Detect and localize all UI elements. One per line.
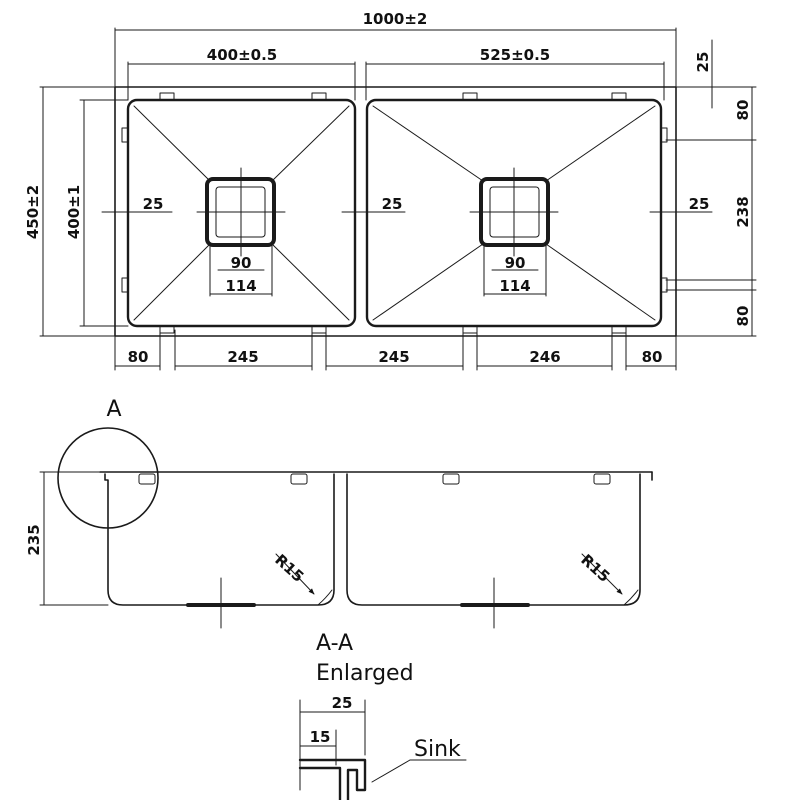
detail-view: A-A Enlarged 25 15 Sink [298, 631, 467, 800]
right-drain-inner-label: 90 [505, 254, 526, 272]
bowl-depth-dimension: 400±1 [65, 99, 129, 327]
detail-a-label: A [106, 397, 121, 422]
section-height-label: 235 [25, 524, 43, 555]
left-drain-inner-label: 90 [231, 254, 252, 272]
left-bowl-width-dimension: 400±0.5 [127, 46, 356, 101]
right-bowl-clip [660, 127, 668, 143]
detail-inner-profile [298, 766, 342, 800]
bottom-left-span-label: 245 [227, 348, 258, 366]
left-radius-label: R15 [271, 551, 307, 586]
right-side-bottom-label: 80 [734, 306, 752, 327]
bowl-depth-label: 400±1 [65, 185, 83, 239]
bottom-right-span-label: 246 [529, 348, 560, 366]
right-side-mid-label: 238 [734, 196, 752, 227]
detail-title-line1: A-A [316, 631, 353, 656]
right-wall-label: 25 [689, 195, 710, 213]
right-bowl-width-dimension: 525±0.5 [365, 46, 665, 101]
right-bowl: 90 114 [365, 92, 668, 334]
section-clip [290, 473, 308, 485]
left-bowl-clip [311, 92, 327, 101]
top-view: 1000±2 400±0.5 525±0.5 [24, 10, 757, 371]
right-bowl-clip [660, 277, 668, 293]
left-bowl: 90 114 [121, 92, 357, 334]
section-clip [138, 473, 156, 485]
flange-top-dimension: 25 [675, 39, 719, 109]
bottom-right-edge-label: 80 [642, 348, 663, 366]
right-side-dimensions: 80 238 80 [665, 86, 757, 337]
overall-depth-label: 450±2 [24, 185, 42, 239]
overall-width-dimension: 1000±2 [114, 10, 677, 141]
section-view: A R15 R15 235 [25, 397, 653, 629]
left-bowl-outline [126, 98, 357, 328]
right-bowl-width-label: 525±0.5 [480, 46, 550, 64]
left-bowl-profile [104, 473, 335, 606]
right-bowl-clip [462, 92, 478, 101]
sink-label: Sink [414, 737, 461, 762]
flange-top-label: 25 [694, 52, 712, 73]
left-bowl-clip [121, 277, 129, 293]
detail-flange-profile [298, 758, 367, 800]
left-drain-outer-label: 114 [225, 277, 256, 295]
section-clip [593, 473, 611, 485]
right-side-top-label: 80 [734, 100, 752, 121]
overall-width-label: 1000±2 [363, 10, 428, 28]
left-bowl-clip [159, 92, 175, 101]
right-bowl-outline [365, 98, 663, 328]
detail-flange-width-label: 25 [332, 694, 353, 712]
section-clip [442, 473, 460, 485]
center-divider-label: 25 [382, 195, 403, 213]
bottom-left-edge-label: 80 [128, 348, 149, 366]
right-bowl-clip [611, 92, 627, 101]
bottom-dimensions: 80 245 245 246 80 [114, 329, 677, 371]
bottom-center-span-label: 245 [378, 348, 409, 366]
left-wall-label: 25 [143, 195, 164, 213]
detail-inner-width-label: 15 [310, 728, 331, 746]
right-drain-outer-label: 114 [499, 277, 530, 295]
left-bowl-clip [121, 127, 129, 143]
left-bowl-width-label: 400±0.5 [207, 46, 277, 64]
detail-title-line2: Enlarged [316, 661, 414, 686]
overall-depth-dimension: 450±2 [24, 86, 116, 337]
